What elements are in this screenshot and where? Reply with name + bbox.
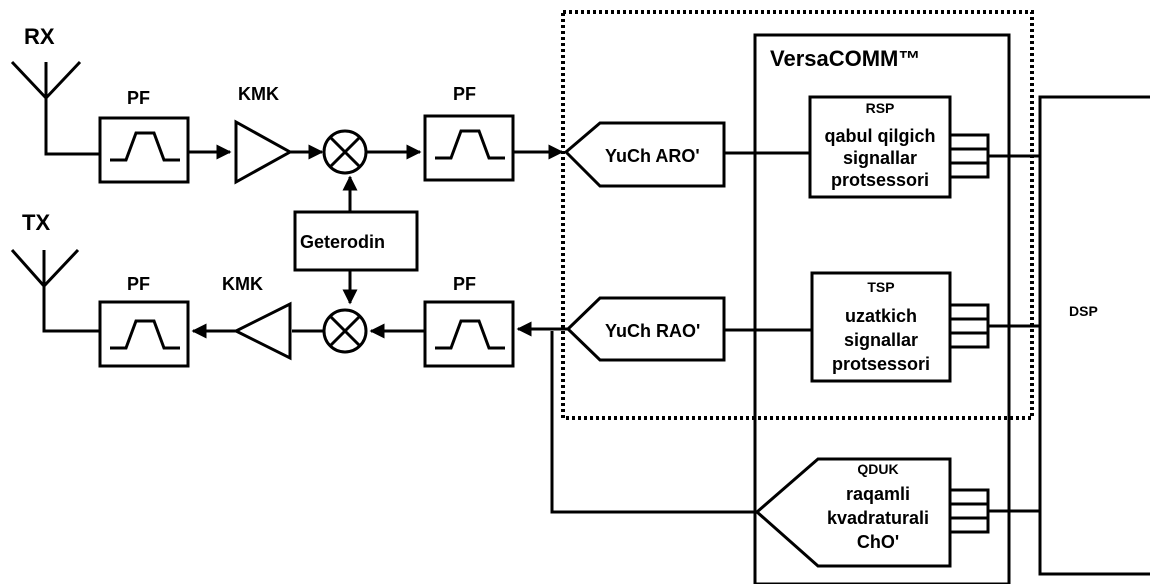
tx-label: TX (22, 210, 50, 235)
rx-amplifier-icon (234, 119, 294, 185)
rsp-line-3: protsessori (831, 170, 929, 190)
oscillator-label: Geterodin (300, 232, 385, 252)
dsp-block (1038, 95, 1150, 576)
tx-filter1-label: PF (127, 274, 150, 294)
qduk-line-2: kvadraturali (827, 508, 929, 528)
tx-amp-label: KMK (222, 274, 263, 294)
rsp-line-1: qabul qilgich (825, 126, 936, 146)
tsp-line-1: uzatkich (845, 306, 917, 326)
qduk-line-3: ChO' (857, 532, 899, 552)
rsp-block (808, 95, 1040, 199)
tx-amplifier-icon (232, 301, 292, 361)
rx-bandpass-filter-2 (423, 114, 515, 182)
tsp-title: TSP (867, 279, 894, 295)
rx-filter1-label: PF (127, 88, 150, 108)
rx-filter2-label: PF (453, 84, 476, 104)
tsp-line-3: protsessori (832, 354, 930, 374)
rx-amp-label: KMK (238, 84, 279, 104)
tx-bandpass-filter-2 (423, 300, 515, 368)
qduk-block (754, 457, 1040, 568)
oscillator-block (293, 210, 419, 272)
rx-mixer-icon (322, 129, 368, 175)
tx-filter2-label: PF (453, 274, 476, 294)
versacomm-title: VersaCOMM™ (770, 46, 920, 71)
qduk-feed-line (550, 331, 757, 514)
tx-mixer-icon (322, 308, 368, 354)
qduk-line-1: raqamli (846, 484, 910, 504)
rsp-title: RSP (866, 100, 895, 116)
dotted-enclosure (561, 10, 1034, 420)
adc-label: YuCh ARO' (605, 146, 700, 166)
qduk-title: QDUK (857, 461, 898, 477)
rx-bandpass-filter-1 (98, 116, 190, 184)
tsp-block (810, 271, 1040, 383)
tx-antenna (10, 248, 100, 333)
rx-antenna (10, 60, 100, 156)
versacomm-frame (753, 33, 1011, 584)
dsp-label: DSP (1069, 303, 1098, 319)
rsp-line-2: signallar (843, 148, 917, 168)
rx-label: RX (24, 24, 55, 49)
dac-label: YuCh RAO' (605, 321, 700, 341)
tsp-line-2: signallar (844, 330, 918, 350)
tx-bandpass-filter-1 (98, 300, 190, 368)
